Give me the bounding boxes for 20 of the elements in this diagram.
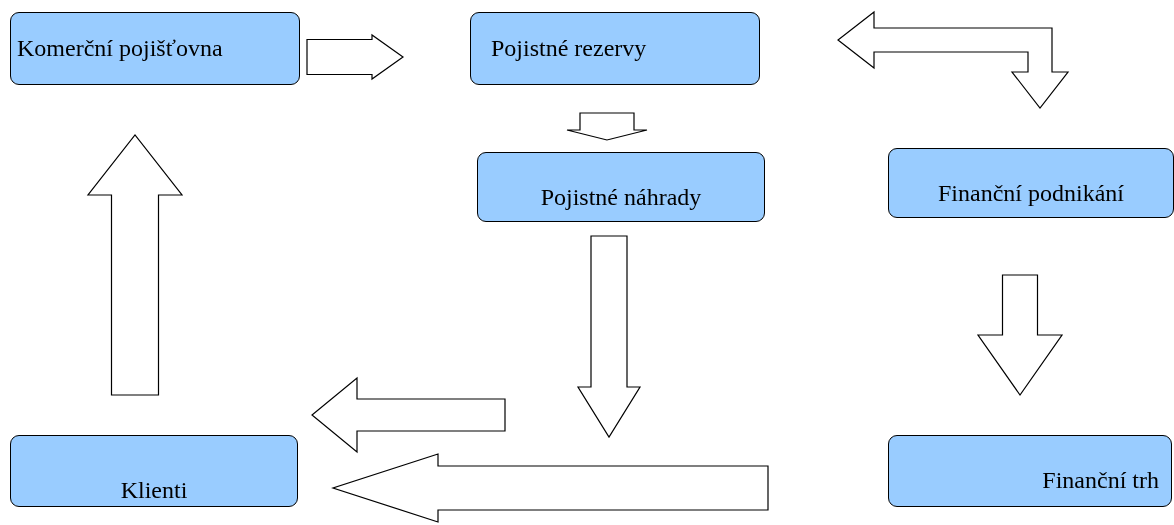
- block-arrow: [576, 235, 642, 439]
- block-arrow: [976, 274, 1064, 397]
- process-box: [10, 435, 298, 507]
- box-label: Finanční trh: [1042, 467, 1159, 494]
- box-label: Klienti: [120, 477, 188, 504]
- process-box: [470, 12, 760, 85]
- process-box: [888, 148, 1174, 218]
- block-arrow: [837, 10, 1070, 109]
- block-arrow: [566, 112, 648, 141]
- box-label: Pojistné rezervy: [491, 35, 647, 62]
- process-box: [477, 152, 765, 222]
- process-box: [10, 12, 300, 85]
- box-label: Finanční podnikání: [938, 180, 1124, 207]
- block-arrow: [86, 134, 184, 396]
- box-label: Komerční pojišťovna: [17, 35, 223, 62]
- block-arrow: [306, 33, 405, 81]
- block-arrow: [311, 376, 506, 454]
- box-label: Pojistné náhrady: [540, 184, 702, 211]
- block-arrow: [331, 453, 769, 523]
- process-box: [888, 435, 1172, 507]
